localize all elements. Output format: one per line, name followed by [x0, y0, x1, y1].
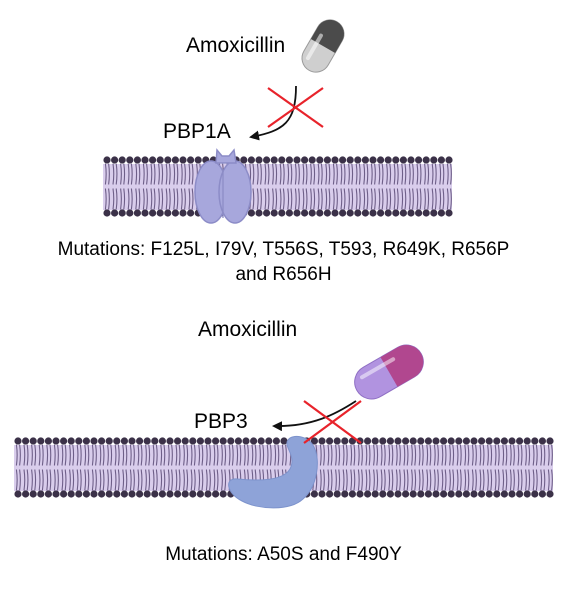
block-cross-top	[267, 87, 324, 128]
drug-label-top: Amoxicillin	[186, 34, 286, 57]
mutations-top-line2: and R656H	[235, 264, 332, 285]
protein-label-pbp1a: PBP1A	[163, 120, 231, 143]
pbp1a-protein	[194, 148, 252, 224]
mutations-bottom: Mutations: A50S and F490Y	[165, 544, 402, 565]
arrow-bottom	[272, 400, 357, 432]
protein-label-pbp3: PBP3	[194, 410, 248, 433]
pbp3-protein	[228, 435, 318, 509]
capsule-top	[301, 19, 345, 73]
capsule-bottom	[354, 344, 424, 400]
block-cross-bottom	[303, 400, 362, 444]
mutations-top-line1: Mutations: F125L, I79V, T556S, T593, R64…	[57, 239, 510, 260]
drug-label-bottom: Amoxicillin	[198, 318, 298, 341]
membrane-top	[103, 156, 453, 217]
arrow-top	[249, 85, 297, 141]
